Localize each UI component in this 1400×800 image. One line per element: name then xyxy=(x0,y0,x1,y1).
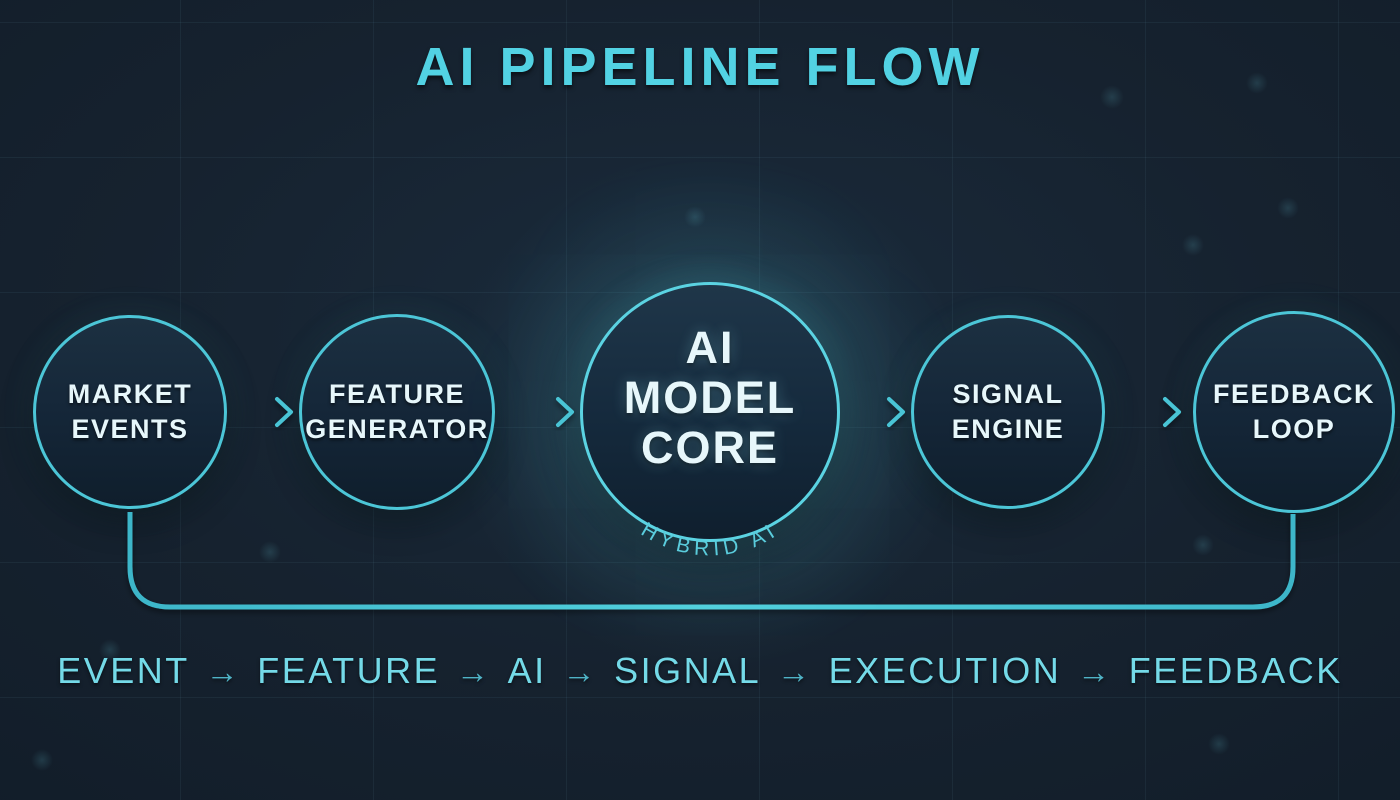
bokeh-dot xyxy=(1277,197,1299,219)
node-label-line: LOOP xyxy=(1252,414,1336,444)
node-label-line: GENERATOR xyxy=(305,414,489,444)
bokeh-dot xyxy=(1246,72,1268,94)
flow-step: FEATURE xyxy=(257,650,441,691)
node-label-line: EVENTS xyxy=(71,414,189,444)
bokeh-dot xyxy=(1192,534,1214,556)
node-market-events: MARKET EVENTS xyxy=(33,315,227,509)
bokeh-dot xyxy=(99,639,121,661)
node-signal-engine: SIGNAL ENGINE xyxy=(911,315,1105,509)
page-title: AI PIPELINE FLOW xyxy=(415,37,985,97)
node-label-line: AI xyxy=(685,322,735,373)
bokeh-dot xyxy=(684,206,706,228)
flow-step: AI xyxy=(507,650,547,691)
flow-step: EXECUTION xyxy=(828,650,1062,691)
bokeh-dot xyxy=(31,749,53,771)
flow-arrow: → xyxy=(1077,653,1113,690)
node-label-line: ENGINE xyxy=(951,414,1065,444)
node-feature-generator: FEATURE GENERATOR xyxy=(299,314,495,510)
node-label-line: SIGNAL xyxy=(952,379,1064,409)
bokeh-dot xyxy=(1208,733,1230,755)
bokeh-dot xyxy=(1182,234,1204,256)
node-label-line: MARKET xyxy=(67,379,193,409)
bottom-flow: EVENT → FEATURE → AI → SIGNAL → EXECUTION → FEEDBA… xyxy=(0,650,1400,692)
node-label-line: FEATURE xyxy=(329,379,465,409)
node-label-line: FEEDBACK xyxy=(1212,379,1375,409)
flow-arrow: → xyxy=(456,653,492,690)
node-feedback-loop: FEEDBACK LOOP xyxy=(1193,311,1395,513)
bokeh-dot xyxy=(259,541,281,563)
flow-step: SIGNAL xyxy=(614,650,762,691)
flow-arrow: → xyxy=(777,653,813,690)
flow-step: FEEDBACK xyxy=(1128,650,1343,691)
node-label-line: MODEL xyxy=(623,372,797,423)
bokeh-dot xyxy=(1100,85,1124,109)
flow-arrow: → xyxy=(205,653,242,690)
node-label-line: CORE xyxy=(640,422,779,473)
node-ai-model-core: AI MODEL CORE xyxy=(580,282,840,542)
flow-arrow: → xyxy=(562,653,599,690)
flow-step: EVENT xyxy=(57,650,190,691)
